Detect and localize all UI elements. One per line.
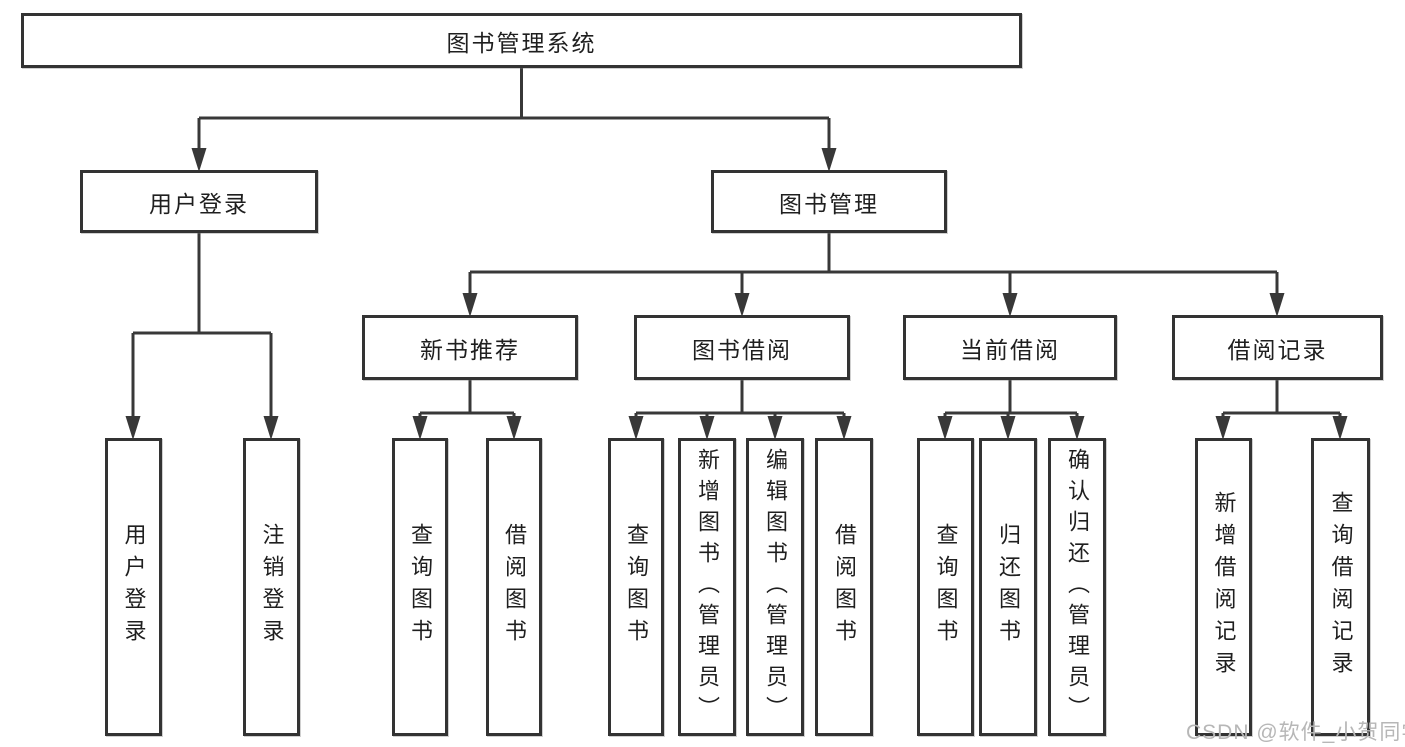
edge-book-borrow-to-leaves	[628, 380, 852, 440]
edge-new-book-rec-to-leaves	[412, 380, 522, 440]
node-current-borrow-label: 当前借阅	[960, 336, 1060, 363]
node-root-label: 图书管理系统	[446, 29, 597, 56]
arrowhead-icon	[1069, 416, 1085, 440]
leaf-borrow-book-new: 借阅图书	[486, 438, 542, 736]
leaf-add-book: 新增图书（管理员）	[678, 438, 736, 736]
csdn-watermark: CSDN @软件_小贺同学	[1186, 721, 1405, 744]
leaf-borrow-book-borrow-label: 借阅图书	[832, 523, 857, 651]
node-borrow-records-label: 借阅记录	[1227, 336, 1328, 363]
leaf-user-login-label: 用户登录	[121, 523, 147, 651]
leaf-return-book-label: 归还图书	[996, 523, 1021, 651]
leaf-add-borrow-record: 新增借阅记录	[1195, 438, 1252, 736]
arrowhead-icon	[767, 416, 783, 440]
arrowhead-icon	[1269, 293, 1285, 317]
node-current-borrow: 当前借阅	[903, 315, 1117, 380]
node-book-borrow: 图书借阅	[634, 315, 850, 380]
leaf-query-borrow-record: 查询借阅记录	[1311, 438, 1370, 736]
edge-borrow-records-to-leaves	[1215, 380, 1348, 440]
arrowhead-icon	[821, 148, 837, 172]
leaf-user-login: 用户登录	[105, 438, 162, 736]
node-book-mgmt: 图书管理	[711, 170, 947, 233]
leaf-query-book-current-label: 查询图书	[933, 523, 959, 651]
arrowhead-icon	[191, 148, 207, 172]
leaf-query-book-current: 查询图书	[917, 438, 974, 736]
leaf-return-book: 归还图书	[979, 438, 1037, 736]
node-new-book-rec: 新书推荐	[362, 315, 578, 380]
leaf-add-book-label: 新增图书（管理员）	[695, 447, 720, 727]
arrowhead-icon	[462, 293, 478, 317]
arrowhead-icon	[937, 416, 953, 440]
leaf-confirm-return: 确认归还（管理员）	[1048, 438, 1106, 736]
arrowhead-icon	[1332, 416, 1348, 440]
arrowhead-icon	[1000, 416, 1016, 440]
leaf-query-book-new-label: 查询图书	[408, 523, 433, 651]
leaf-edit-book: 编辑图书（管理员）	[746, 438, 804, 736]
leaf-confirm-return-label: 确认归还（管理员）	[1065, 447, 1090, 727]
leaf-query-book-borrow-label: 查询图书	[624, 523, 649, 651]
leaf-query-book-new: 查询图书	[392, 438, 448, 736]
arrowhead-icon	[699, 416, 715, 440]
arrowhead-icon	[836, 416, 852, 440]
arrowhead-icon	[412, 416, 428, 440]
leaf-logout: 注销登录	[243, 438, 300, 736]
arrowhead-icon	[1002, 293, 1018, 317]
arrowhead-icon	[628, 416, 644, 440]
node-book-borrow-label: 图书借阅	[692, 336, 792, 363]
leaf-logout-label: 注销登录	[259, 523, 285, 651]
edge-current-borrow-to-leaves	[937, 380, 1085, 440]
leaf-query-book-borrow: 查询图书	[608, 438, 664, 736]
node-user-login: 用户登录	[80, 170, 318, 233]
node-user-login-label: 用户登录	[149, 190, 249, 217]
arrowhead-icon	[125, 416, 141, 440]
edge-user-login-to-leaves	[125, 233, 279, 440]
leaf-query-borrow-record-label: 查询借阅记录	[1328, 491, 1354, 683]
arrowhead-icon	[1215, 416, 1231, 440]
node-new-book-rec-label: 新书推荐	[420, 336, 520, 363]
node-borrow-records: 借阅记录	[1172, 315, 1383, 380]
leaf-borrow-book-borrow: 借阅图书	[815, 438, 873, 736]
edge-root-to-level2	[191, 68, 837, 172]
arrowhead-icon	[263, 416, 279, 440]
leaf-edit-book-label: 编辑图书（管理员）	[763, 447, 788, 727]
node-root: 图书管理系统	[21, 13, 1022, 68]
arrowhead-icon	[734, 293, 750, 317]
leaf-add-borrow-record-label: 新增借阅记录	[1211, 491, 1237, 683]
node-book-mgmt-label: 图书管理	[779, 190, 879, 217]
leaf-borrow-book-new-label: 借阅图书	[502, 523, 527, 651]
edge-book-mgmt-to-level3	[462, 233, 1285, 317]
arrowhead-icon	[506, 416, 522, 440]
